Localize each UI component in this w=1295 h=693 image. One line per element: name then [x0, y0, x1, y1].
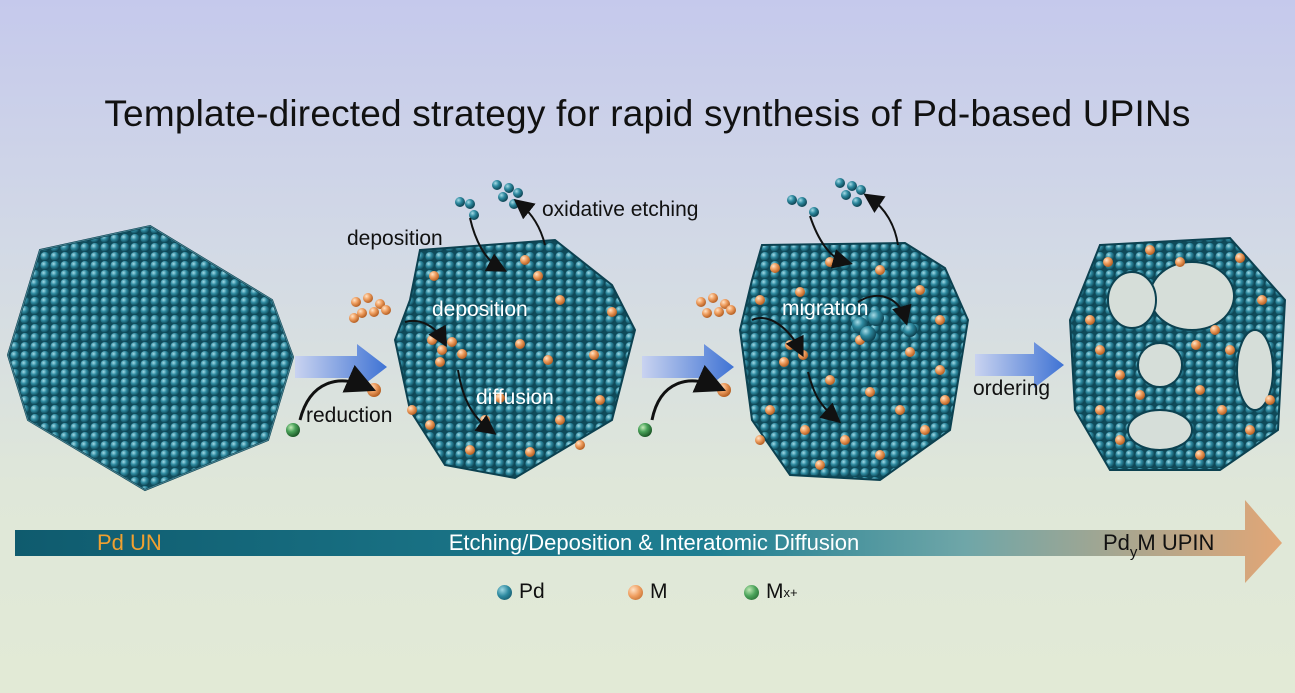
mx-ion-1	[286, 423, 300, 437]
label-migration: migration	[782, 297, 868, 320]
label-deposition-inner: deposition	[432, 298, 528, 321]
label-diffusion: diffusion	[476, 386, 554, 409]
intermediate-sheet-2	[738, 241, 970, 482]
label-deposition-top: deposition	[347, 227, 443, 250]
label-ordering: ordering	[973, 377, 1050, 400]
diffusion-arrow	[457, 369, 497, 435]
m-atoms-stage4	[1085, 245, 1275, 460]
m-atom-reduced-2	[717, 383, 731, 397]
timeline-bar: Pd UN Etching/Deposition & Interatomic D…	[15, 500, 1282, 583]
label-reduction: reduction	[306, 404, 392, 427]
reduction-arrow-2	[650, 365, 726, 421]
etching-arrow	[513, 199, 546, 246]
legend-item-pd: Pd	[497, 580, 545, 604]
etched-pd-atoms-1	[455, 180, 523, 220]
pdym-upin-product	[1068, 236, 1287, 471]
inward-arrow-stage3	[751, 317, 804, 358]
mx-ion-2	[638, 423, 652, 437]
page-title: Template-directed strategy for rapid syn…	[104, 93, 1191, 134]
flow-arrow-2	[642, 344, 734, 390]
floating-m-atoms-1	[349, 293, 391, 323]
flow-arrow-3	[975, 342, 1064, 388]
deposition-arrow-inner	[404, 320, 447, 347]
m-atom-reduced-1	[367, 383, 381, 397]
etching-arrow-stage3	[863, 193, 899, 246]
pd-atom-icon	[497, 584, 512, 600]
m-atom-icon	[628, 584, 643, 600]
deposition-arrow-stage3	[809, 215, 853, 269]
migrating-pd-cluster	[852, 310, 917, 342]
diffusion-arrow-stage3	[807, 371, 842, 424]
m-atoms-stage3	[755, 257, 950, 470]
timeline-start-label: Pd UN	[97, 530, 162, 555]
intermediate-sheet-1	[393, 238, 637, 480]
pd-nanosheet	[6, 224, 295, 492]
etched-pd-atoms-2	[787, 178, 866, 217]
timeline-end-label: PdyM UPIN	[1103, 530, 1214, 561]
migration-arrow	[857, 294, 912, 326]
deposition-arrow-top	[469, 217, 508, 272]
reduction-arrow-1	[298, 365, 376, 421]
floating-m-atoms-2	[696, 293, 736, 318]
label-oxidative-etching: oxidative etching	[542, 198, 698, 221]
legend-item-m: M	[628, 580, 668, 604]
mx-ion-icon	[744, 584, 759, 600]
timeline-middle-label: Etching/Deposition & Interatomic Diffusi…	[449, 530, 859, 555]
